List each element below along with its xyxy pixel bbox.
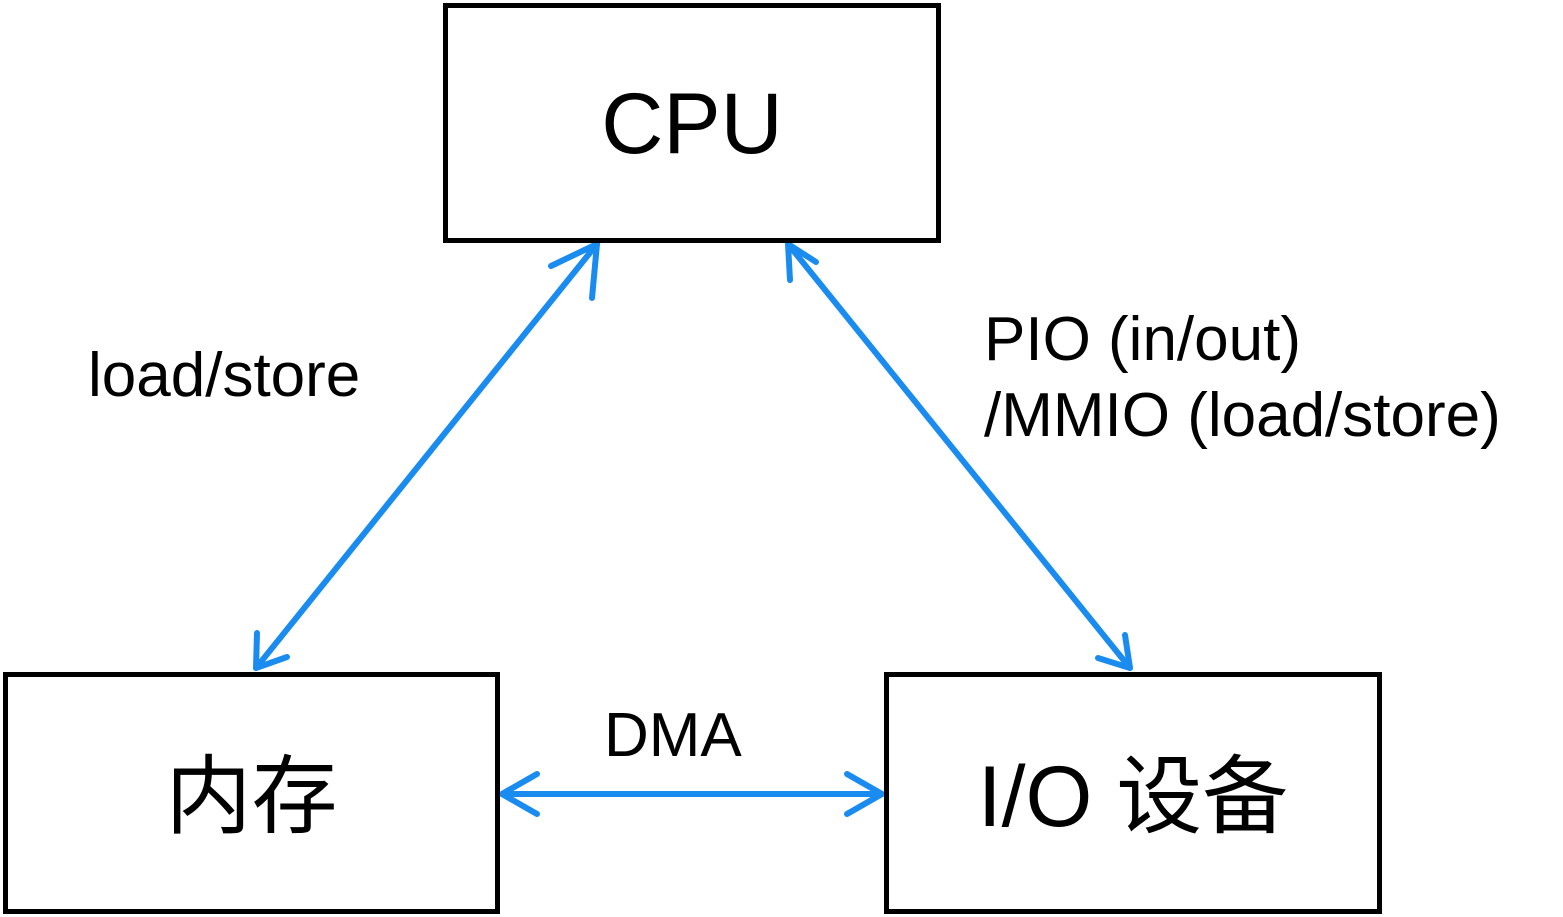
io-device-box: I/O 设备	[884, 672, 1382, 914]
memory-label: 内存	[165, 749, 338, 845]
arrowhead-cpu-io-top	[785, 241, 819, 283]
arrow-memory-cpu	[253, 241, 600, 671]
arrow-cpu-io	[785, 241, 1133, 671]
io-cpu-edge-label-line2: /MMIO (load/store)	[984, 381, 1501, 450]
cpu-label: CPU	[601, 76, 783, 172]
io-device-label: I/O 设备	[977, 749, 1289, 845]
memory-io-edge-label: DMA	[604, 701, 742, 770]
arrowhead-dma-left	[499, 771, 540, 817]
arrowhead-memory-cpu-bottom	[253, 630, 290, 671]
cpu-box: CPU	[443, 3, 941, 243]
arrowhead-dma-right	[844, 771, 885, 817]
memory-cpu-edge-label: load/store	[88, 341, 361, 410]
io-cpu-edge-label-line1: PIO (in/out)	[984, 305, 1301, 374]
arrowhead-cpu-io-bottom	[1095, 632, 1133, 671]
arrowhead-memory-cpu-top	[548, 241, 600, 301]
memory-box: 内存	[3, 672, 500, 914]
